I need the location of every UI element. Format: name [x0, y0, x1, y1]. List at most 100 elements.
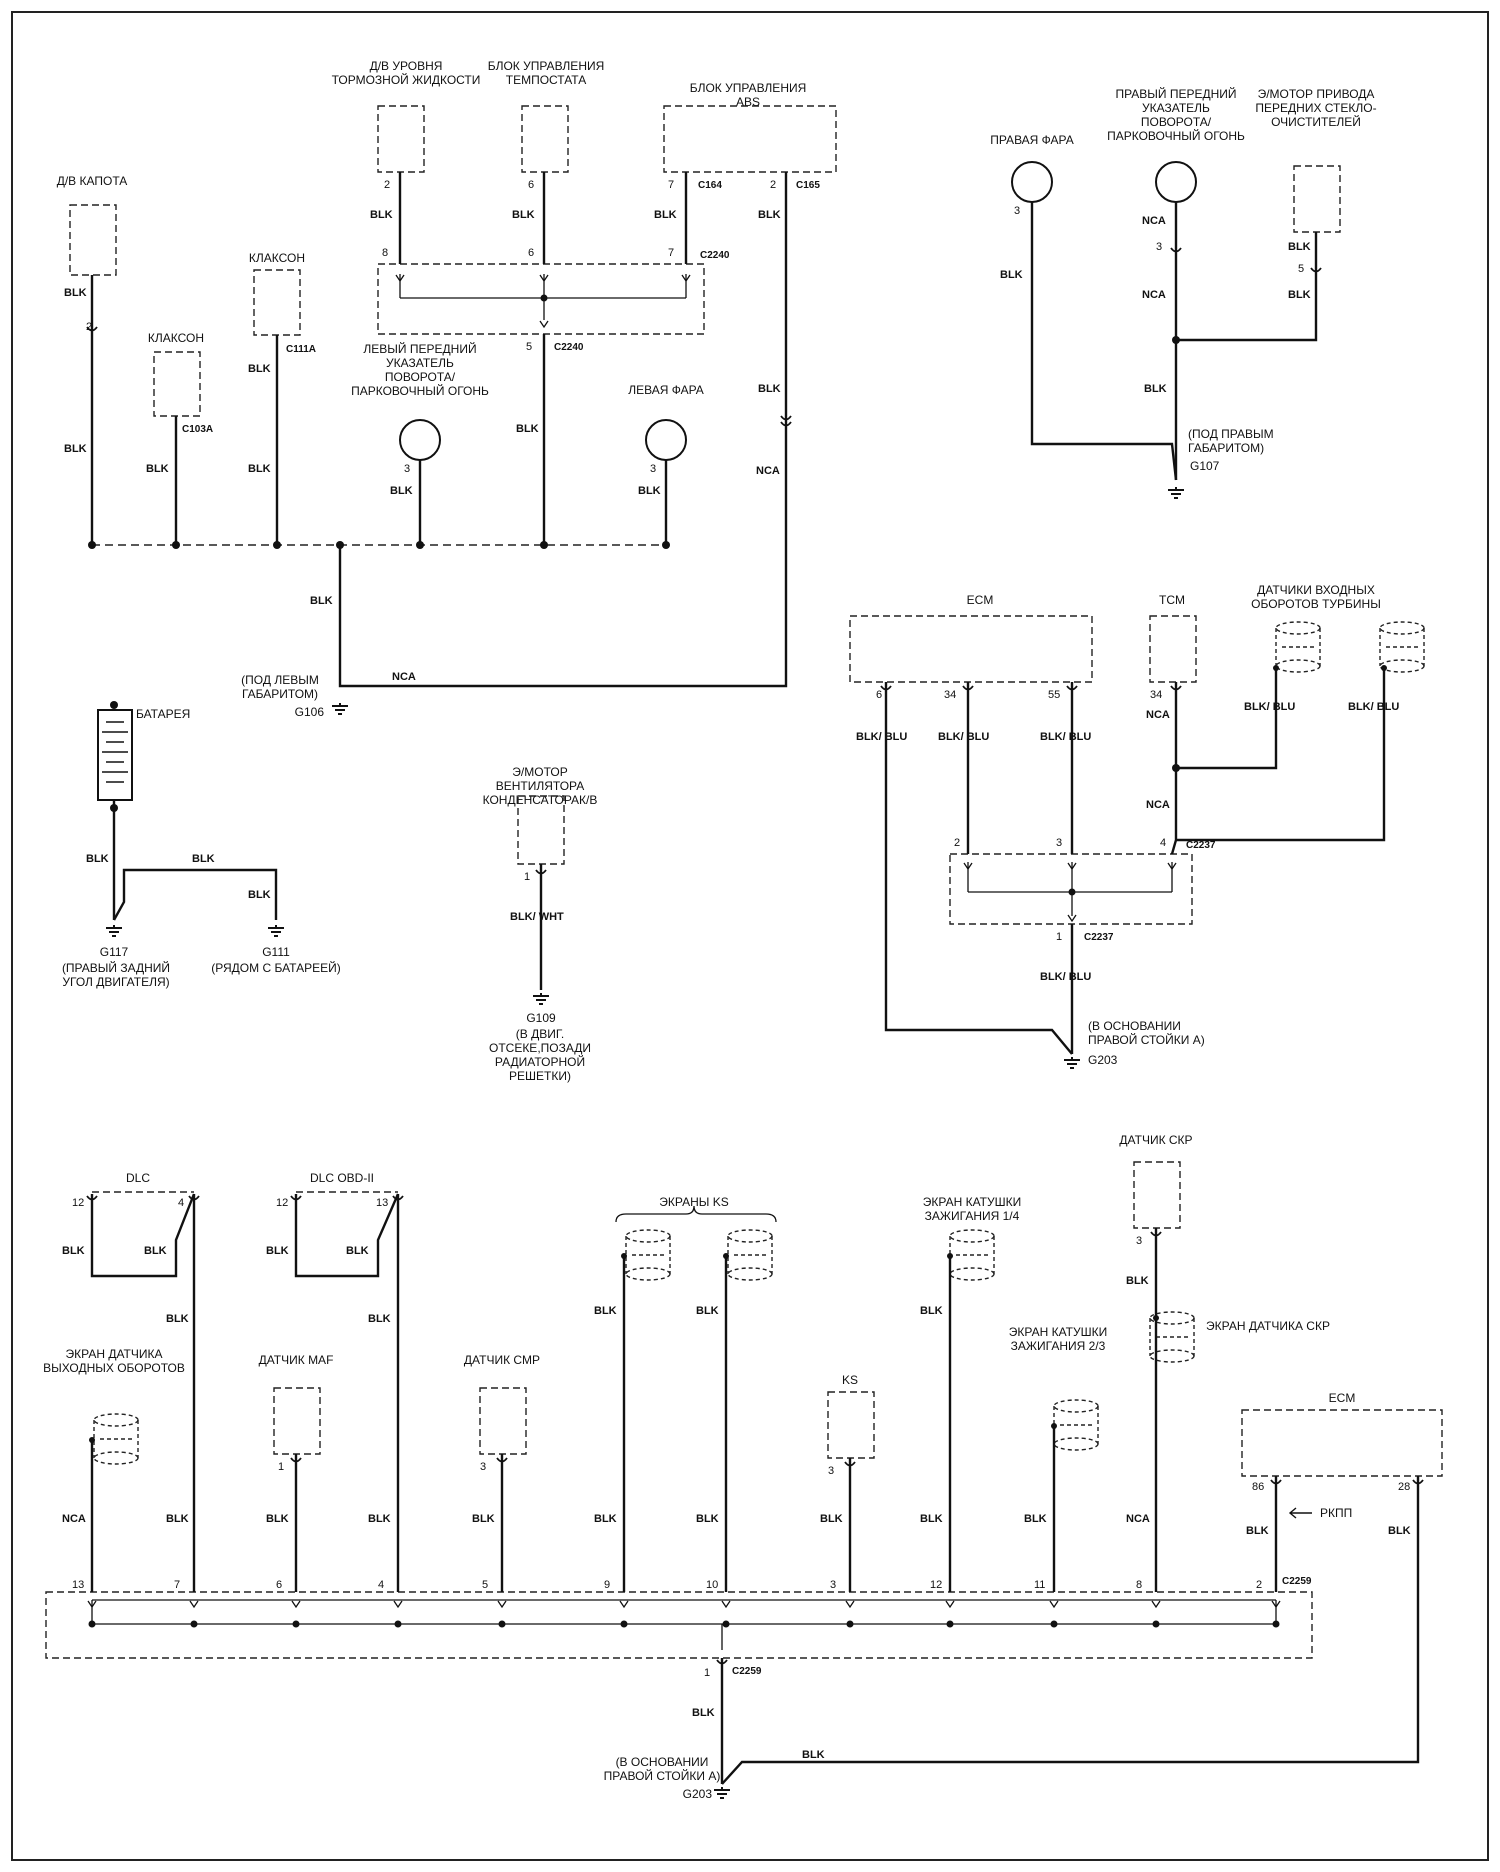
abs-module-pin-b: 2 [770, 179, 776, 191]
bottom-wires: NCA BLK BLK BLK BLK BLK BLK BLK BLK BLK … [62, 1194, 1424, 1801]
horn-c111a: КЛАКСОН C111A [249, 251, 316, 355]
splice-c2237: 2 3 4 C2237 1 C2237 [949, 837, 1216, 943]
right-turn-lamp-pin: 3 [1156, 241, 1162, 253]
wiper-motor-pin: 5 [1298, 263, 1304, 275]
ecm-bottom-pin-a: 86 [1252, 1481, 1264, 1493]
c2259-pin: 6 [276, 1579, 282, 1591]
svg-text:BLK: BLK [64, 443, 87, 455]
lamp-icon [645, 419, 687, 461]
c2259-pin: 12 [930, 1579, 942, 1591]
svg-text:BLK/ BLU: BLK/ BLU [1040, 971, 1091, 983]
svg-text:NCA: NCA [756, 465, 780, 477]
brake-fluid-switch-pin: 2 [384, 179, 390, 191]
splice-dot-icon [336, 541, 344, 549]
dlc-obd-pin-left: 12 [276, 1197, 288, 1209]
ecm-top-label: ECM [967, 593, 994, 607]
svg-text:BLK/ BLU: BLK/ BLU [938, 731, 989, 743]
horn-c103a: КЛАКСОН C103A [148, 331, 213, 435]
c2240-pin-3: 7 [668, 247, 674, 259]
svg-text:BLK: BLK [192, 853, 215, 865]
left-headlamp-label: ЛЕВАЯ ФАРА [628, 383, 704, 397]
svg-text:BLK/ BLU: BLK/ BLU [856, 731, 907, 743]
svg-text:BLK: BLK [64, 287, 87, 299]
left-turn-lamp-pin: 3 [404, 463, 410, 475]
c2259-pin-out: 1 [704, 1667, 710, 1679]
svg-text:BLK: BLK [802, 1749, 825, 1761]
shielded-wire-icon [1053, 1399, 1099, 1451]
ecm-bottom: ECM 86 28 РКПП [1241, 1391, 1443, 1520]
c2259-pin: 7 [174, 1579, 180, 1591]
c2259-pin: 4 [378, 1579, 384, 1591]
fan-motor-pin: 1 [524, 871, 530, 883]
ckp-sensor-pin: 3 [1136, 1235, 1142, 1247]
right-headlamp: ПРАВАЯ ФАРА 3 [990, 133, 1074, 217]
svg-text:BLK: BLK [920, 1305, 943, 1317]
svg-text:BLK: BLK [654, 209, 677, 221]
svg-text:BLK: BLK [86, 853, 109, 865]
ground-icon [1167, 486, 1185, 499]
svg-text:BLK: BLK [820, 1513, 843, 1525]
splice-dot-icon [1172, 336, 1180, 344]
g109-name: G109 [526, 1011, 556, 1025]
c2237-pin-2: 3 [1056, 837, 1062, 849]
splice-dot-icon [88, 541, 96, 549]
cmp-pin: 3 [480, 1461, 486, 1473]
c2240-connector-bottom: C2240 [554, 342, 584, 353]
svg-text:BLK: BLK [512, 209, 535, 221]
c2237-pin-1: 2 [954, 837, 960, 849]
svg-text:BLK/ BLU: BLK/ BLU [1244, 701, 1295, 713]
c2259-pin: 9 [604, 1579, 610, 1591]
svg-text:NCA: NCA [1146, 709, 1170, 721]
svg-text:BLK: BLK [266, 1513, 289, 1525]
ecm-top-pin-c: 55 [1048, 689, 1060, 701]
ks-shields-label: ЭКРАНЫ KS [659, 1195, 728, 1209]
svg-text:BLK/ BLU: BLK/ BLU [1040, 731, 1091, 743]
dlc-obd-pin-right: 13 [376, 1197, 388, 1209]
svg-text:NCA: NCA [392, 671, 416, 683]
cruise-module-pin: 6 [528, 179, 534, 191]
svg-text:BLK: BLK [696, 1513, 719, 1525]
splice-dot-icon [416, 541, 424, 549]
battery-icon [97, 709, 133, 801]
battery-label: БАТАРЕЯ [136, 707, 190, 721]
svg-text:BLK: BLK [696, 1305, 719, 1317]
ecm-top-pin-a: 6 [876, 689, 882, 701]
svg-text:BLK: BLK [1288, 289, 1311, 301]
top-left-wires: BLK BLK BLK BLK BLK BLK BLK BLK BLK BLK … [64, 172, 792, 719]
ecm-bottom-pin-b: 28 [1398, 1481, 1410, 1493]
dlc-obd-ii: DLC OBD-II 12 13 BLK BLK [266, 1171, 404, 1278]
right-headlamp-pin: 3 [1014, 205, 1020, 217]
abs-module-conn-a: C164 [698, 180, 722, 191]
svg-text:BLK: BLK [166, 1513, 189, 1525]
page-frame [11, 11, 1489, 1861]
svg-text:BLK: BLK [1144, 383, 1167, 395]
horn-c111a-label: КЛАКСОН [249, 251, 305, 265]
svg-text:BLK: BLK [1246, 1525, 1269, 1537]
svg-text:BLK: BLK [472, 1513, 495, 1525]
shielded-wire-icon [1275, 621, 1321, 673]
c2259-connector-bottom: C2259 [732, 1666, 762, 1677]
g106-name: G106 [295, 705, 325, 719]
horn-c103a-connector: C103A [182, 424, 213, 435]
c2259-pin: 13 [72, 1579, 84, 1591]
ckp-shield-label: ЭКРАН ДАТЧИКА СКР [1206, 1319, 1330, 1333]
splice-dot-icon [273, 541, 281, 549]
svg-text:BLK/ BLU: BLK/ BLU [1348, 701, 1399, 713]
